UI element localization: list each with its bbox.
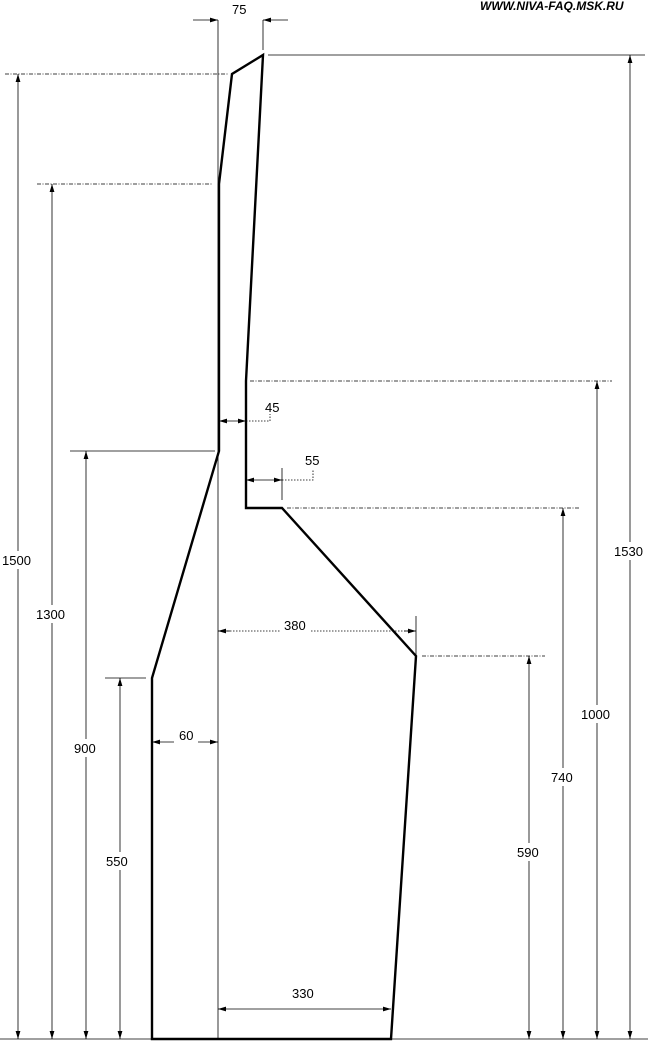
seat-profile-outline [150,52,418,1041]
dim-75-label: 75 [232,2,246,17]
dim-740-label: 740 [551,770,573,785]
dim-45-leader [246,414,271,422]
dim-55-label: 55 [305,453,319,468]
dim-590-label: 590 [517,845,539,860]
dim-900-label: 900 [74,741,96,756]
dim-330-label: 330 [292,986,314,1001]
dim-550-label: 550 [106,854,128,869]
dim-1000-label: 1000 [581,707,610,722]
dim-45-label: 45 [265,400,279,415]
dim-1530-label: 1530 [614,544,643,559]
site-watermark: WWW.NIVA-FAQ.MSK.RU [480,0,624,13]
dim-1500-label: 1500 [2,553,31,568]
dim-380-label: 380 [284,618,306,633]
dim-55-leader [282,470,314,481]
dim-1300-label: 1300 [36,607,65,622]
dim-60-label: 60 [179,728,193,743]
